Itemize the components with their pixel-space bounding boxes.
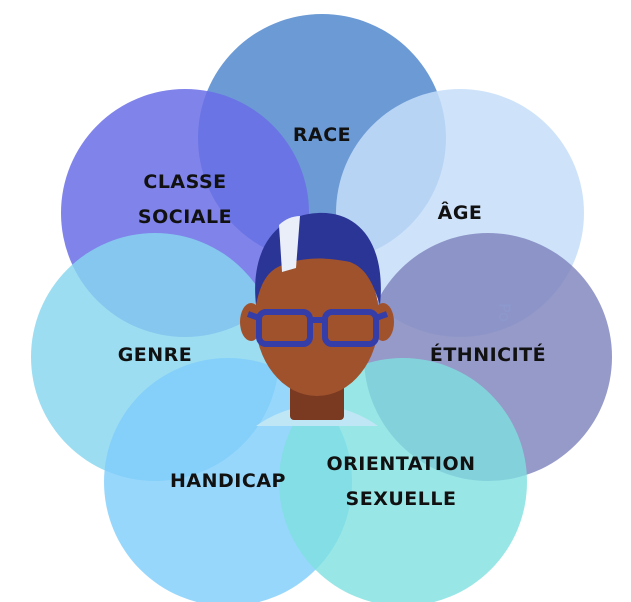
label-race: RACE bbox=[293, 124, 351, 146]
label-orientation-line2: SEXUELLE bbox=[346, 488, 457, 510]
label-age: ÂGE bbox=[438, 201, 483, 224]
label-genre: GENRE bbox=[118, 344, 193, 366]
label-classe-sociale-line1: CLASSE bbox=[143, 171, 226, 193]
person-hair-highlight bbox=[279, 216, 300, 272]
glasses-icon bbox=[246, 309, 389, 347]
glasses-lens-left bbox=[256, 309, 313, 347]
glasses-arm-left bbox=[246, 311, 261, 321]
glasses-lens-right bbox=[322, 309, 379, 347]
label-ethnicite: ÉTHNICITÉ bbox=[430, 343, 546, 366]
label-handicap: HANDICAP bbox=[170, 470, 286, 492]
label-orientation-line1: ORIENTATION bbox=[326, 453, 475, 475]
person-figure bbox=[240, 212, 394, 426]
watermark-text: Po bbox=[495, 303, 514, 322]
glasses-arm-right bbox=[374, 311, 389, 321]
label-classe-sociale-line2: SOCIALE bbox=[138, 206, 232, 228]
